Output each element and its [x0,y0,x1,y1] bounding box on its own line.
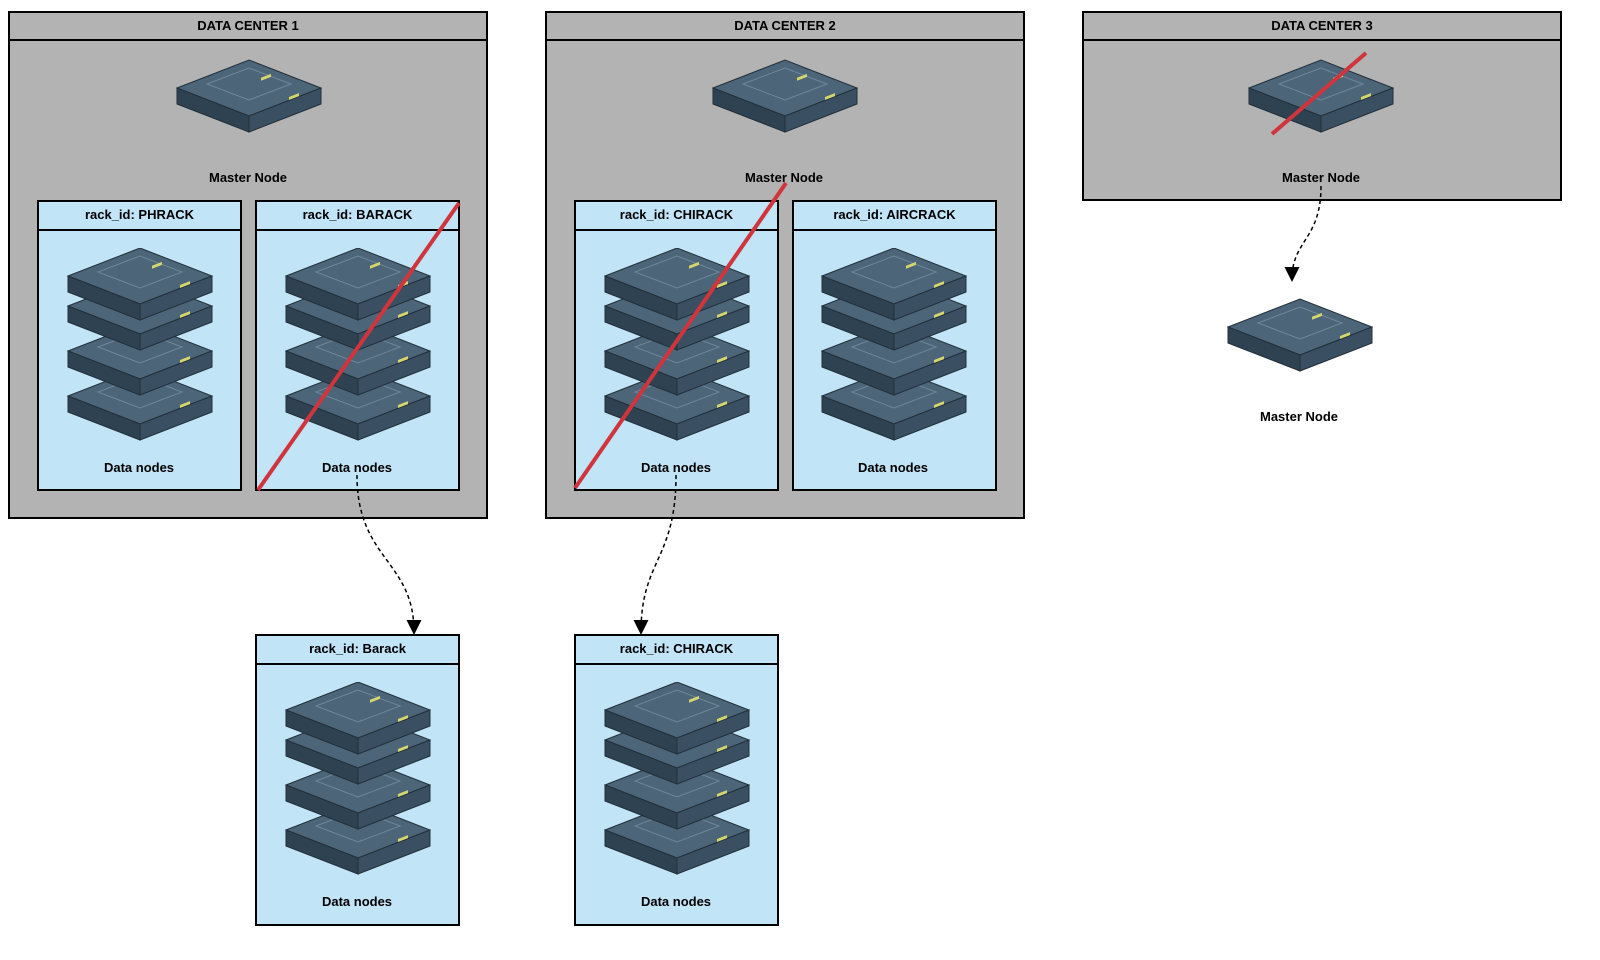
master-node-label: Master Node [208,170,288,185]
data-nodes-label: Data nodes [321,894,393,909]
data-nodes-label: Data nodes [857,460,929,475]
data-center-title: DATA CENTER 1 [10,13,486,41]
rack-title: rack_id: CHIRACK [576,202,777,231]
dashed-arrow-master [1284,185,1322,282]
failure-strike-master-dc3 [1270,51,1368,136]
rack-title: rack_id: BARACK [257,202,458,231]
data-nodes-label: Data nodes [640,894,712,909]
dashed-arrow-barack [356,474,422,635]
data-nodes-label: Data nodes [103,460,175,475]
data-nodes-label: Data nodes [640,460,712,475]
master-node-label: Master Node [744,170,824,185]
failure-strike-rack-chirack [573,181,788,490]
data-nodes-label: Data nodes [321,460,393,475]
data-center-title: DATA CENTER 3 [1084,13,1560,41]
relocated-master-node-label: Master Node [1259,409,1339,424]
rack-title: rack_id: Barack [257,636,458,665]
master-node-label: Master Node [1281,170,1361,185]
rack-title: rack_id: PHRACK [39,202,240,231]
failure-strike-rack-barack [256,201,461,492]
rack-title: rack_id: CHIRACK [576,636,777,665]
dashed-arrow-chirack [633,474,677,635]
rack-title: rack_id: AIRCRACK [794,202,995,231]
data-center-title: DATA CENTER 2 [547,13,1023,41]
